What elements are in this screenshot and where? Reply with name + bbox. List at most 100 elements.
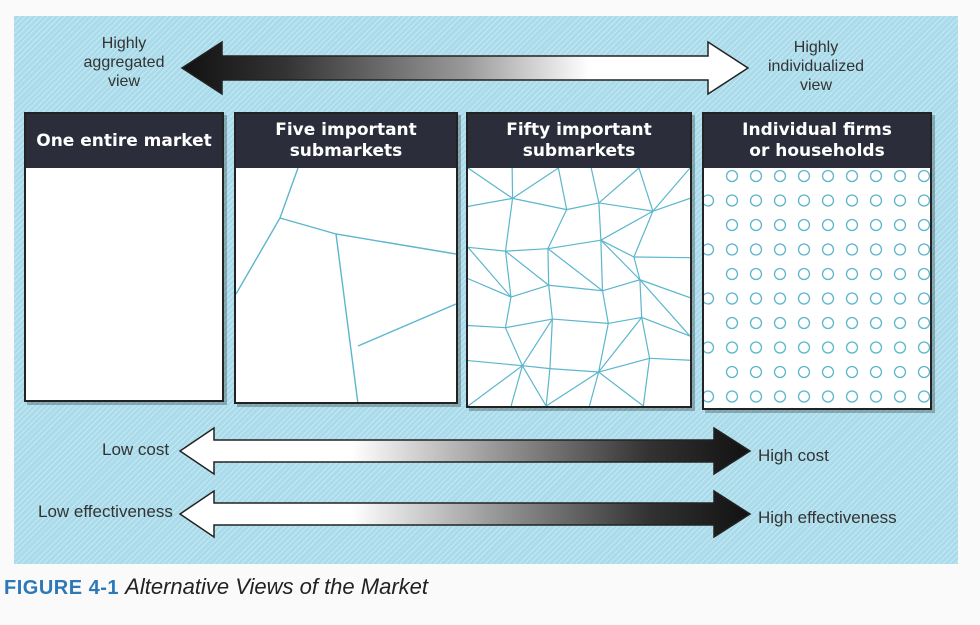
box-title: One entire market bbox=[26, 114, 222, 168]
region-split bbox=[468, 168, 513, 199]
household-circle bbox=[893, 243, 907, 256]
household-circle bbox=[845, 194, 859, 207]
household-circle bbox=[869, 341, 883, 354]
region-edge bbox=[602, 279, 641, 292]
region-edge bbox=[598, 323, 609, 373]
region-edge bbox=[649, 357, 690, 361]
box-title: Fifty important submarkets bbox=[468, 114, 690, 168]
figure-number: FIGURE 4-1 bbox=[4, 577, 120, 599]
label-high-cost: High cost bbox=[758, 446, 829, 465]
label-highly-aggregated: Highly aggregated view bbox=[83, 35, 165, 90]
household-circle bbox=[704, 292, 715, 305]
household-circle bbox=[749, 218, 763, 232]
household-circle bbox=[893, 218, 907, 232]
box-individual-firms: Individual firms or households bbox=[702, 112, 932, 410]
region-edge bbox=[548, 285, 553, 320]
region-edge bbox=[600, 239, 635, 258]
household-circle bbox=[725, 365, 739, 379]
region-edge bbox=[505, 318, 553, 329]
household-circle bbox=[917, 218, 930, 232]
household-circle bbox=[893, 169, 907, 183]
household-circle bbox=[797, 194, 811, 207]
region-edge bbox=[547, 209, 568, 249]
region-edge bbox=[548, 284, 603, 292]
household-circle bbox=[845, 341, 859, 354]
household-circle bbox=[869, 390, 883, 403]
household-circle bbox=[917, 194, 930, 207]
region-split bbox=[639, 279, 690, 337]
aggregation-arrow bbox=[180, 40, 750, 96]
region-edge bbox=[510, 365, 523, 406]
household-circle bbox=[725, 169, 739, 183]
household-circle bbox=[821, 292, 835, 305]
region-edge bbox=[549, 368, 599, 373]
box-body-fifty-regions bbox=[468, 168, 690, 406]
household-circle bbox=[845, 169, 859, 183]
region-edge bbox=[641, 316, 690, 337]
household-circle bbox=[869, 243, 883, 256]
box-body-individual-circles bbox=[704, 168, 930, 408]
household-circle bbox=[725, 341, 739, 354]
household-circle bbox=[917, 390, 930, 403]
region-edge bbox=[510, 284, 549, 298]
household-circle bbox=[893, 194, 907, 207]
region-edge bbox=[566, 202, 600, 211]
region-edge bbox=[642, 358, 651, 406]
household-circle bbox=[704, 194, 715, 207]
household-circle bbox=[917, 365, 930, 379]
region-split bbox=[512, 168, 559, 199]
household-circle bbox=[773, 267, 787, 281]
household-circle bbox=[845, 243, 859, 256]
region-edge bbox=[512, 197, 567, 211]
region-edge bbox=[549, 319, 553, 369]
region-split bbox=[598, 168, 640, 204]
region-split bbox=[598, 371, 644, 406]
figure-caption: FIGURE 4-1 Alternative Views of the Mark… bbox=[4, 574, 428, 600]
effectiveness-arrow bbox=[178, 489, 752, 539]
region-edge bbox=[639, 279, 690, 299]
household-circle bbox=[821, 390, 835, 403]
household-circle bbox=[797, 316, 811, 330]
region-edge bbox=[639, 279, 643, 318]
region-edge bbox=[504, 251, 512, 298]
region-edge bbox=[552, 318, 609, 325]
region-split bbox=[468, 246, 512, 298]
label-low-cost: Low cost bbox=[102, 440, 170, 459]
household-circle bbox=[749, 316, 763, 330]
household-circle bbox=[725, 194, 739, 207]
household-circle bbox=[893, 316, 907, 330]
household-circle bbox=[893, 365, 907, 379]
household-circle bbox=[797, 292, 811, 305]
region-edge bbox=[598, 202, 602, 241]
household-circle bbox=[821, 365, 835, 379]
household-circle bbox=[821, 267, 835, 281]
household-circle bbox=[749, 267, 763, 281]
region-edge bbox=[598, 202, 654, 212]
household-circle bbox=[821, 341, 835, 354]
household-circle bbox=[869, 292, 883, 305]
region-split bbox=[547, 248, 603, 292]
region-edge bbox=[547, 248, 550, 286]
household-circle bbox=[797, 365, 811, 379]
household-circle bbox=[821, 218, 835, 232]
household-circle bbox=[917, 267, 930, 281]
household-circle bbox=[797, 243, 811, 256]
box-body-blank bbox=[26, 168, 222, 400]
household-circle bbox=[821, 243, 835, 256]
region-split bbox=[468, 365, 523, 406]
region-edge bbox=[522, 365, 551, 370]
household-circle bbox=[869, 267, 883, 281]
household-circle bbox=[749, 169, 763, 183]
region-edge bbox=[590, 168, 600, 204]
region-edge bbox=[468, 246, 506, 252]
household-circle bbox=[773, 218, 787, 232]
household-circle bbox=[893, 292, 907, 305]
region-split bbox=[521, 365, 547, 406]
box-fifty-submarkets: Fifty important submarkets bbox=[466, 112, 692, 408]
household-circle bbox=[773, 316, 787, 330]
household-circle bbox=[845, 292, 859, 305]
label-high-effectiveness: High effectiveness bbox=[758, 508, 897, 527]
household-circle bbox=[821, 316, 835, 330]
fifty-regions-lines bbox=[468, 168, 690, 406]
